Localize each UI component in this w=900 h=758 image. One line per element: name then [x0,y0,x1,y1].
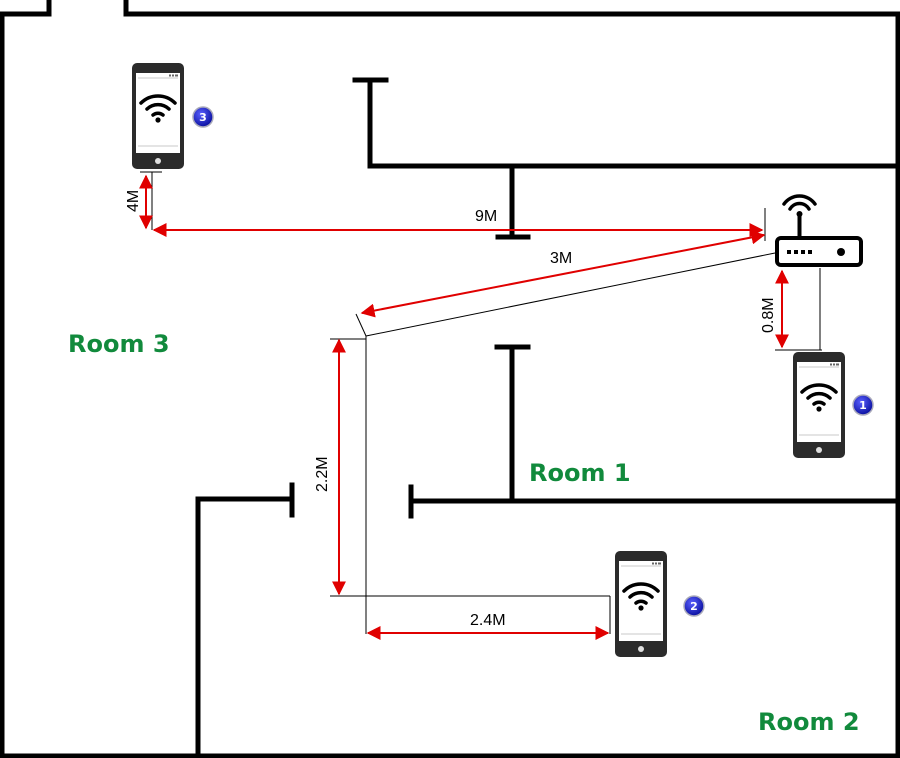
room-2-label: Room 2 [758,708,860,736]
label-3m: 3M [550,250,572,267]
phone-3-icon [130,61,186,171]
router-icon [775,194,863,267]
label-0-8m: 0.8M [760,297,777,333]
label-2-4m: 2.4M [470,612,506,629]
phone-1-icon [791,350,847,460]
wall-outer-left [0,0,52,758]
badge-2: 2 [683,595,705,617]
room-3-label: Room 3 [68,330,170,358]
construction-lines [140,171,822,634]
room-1-label: Room 1 [529,459,631,487]
phone-2-icon [613,549,669,659]
label-2-2m: 2.2M [314,456,331,492]
badge-3: 3 [192,106,214,128]
dimension-arrows [139,174,789,640]
dimension-labels: 9M 3M 2.4M 4M 2.2M 0.8M [125,190,777,629]
svg-text:1: 1 [859,399,867,412]
svg-text:2: 2 [690,600,698,613]
badge-1: 1 [852,394,874,416]
svg-text:3: 3 [199,111,207,124]
label-9m: 9M [475,208,497,225]
wall-outer-top-right [123,0,900,758]
wall-upper-partition [367,77,900,169]
wall-room2-left [195,496,295,758]
arrow-3m [360,230,766,318]
label-4m: 4M [125,190,142,212]
